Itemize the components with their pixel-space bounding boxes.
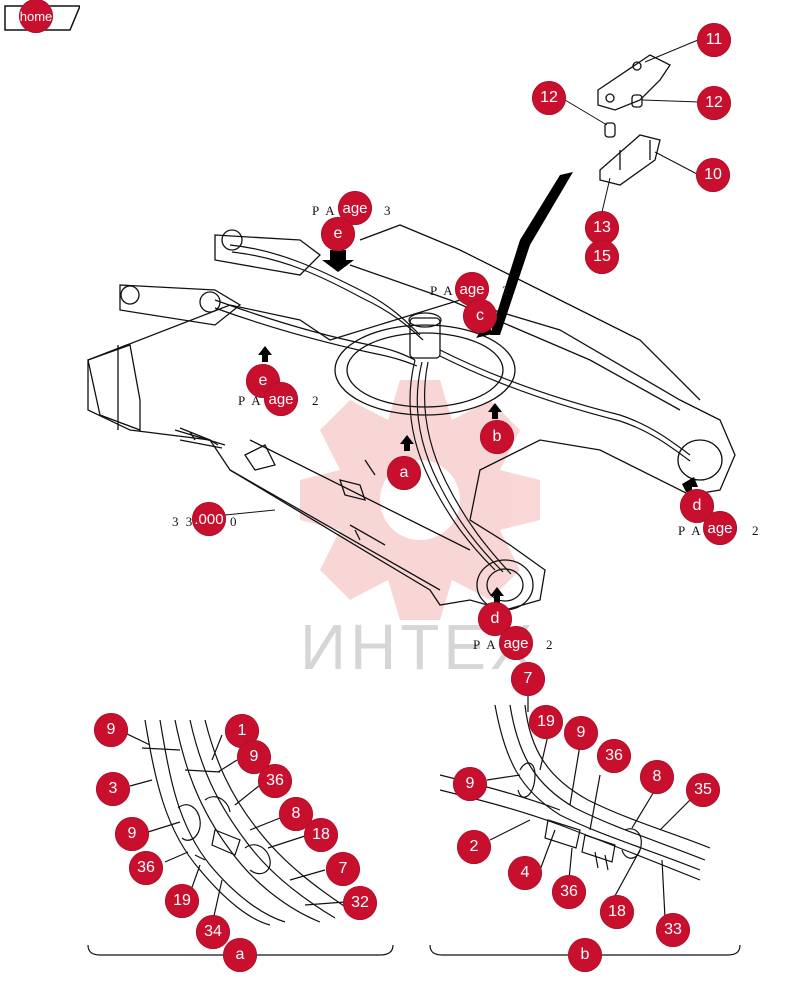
detail-b-callout-8[interactable]: 8 <box>640 760 674 794</box>
detail-a-callout-18[interactable]: 18 <box>304 818 338 852</box>
callout-15[interactable]: 15 <box>585 240 619 274</box>
detail-b-label[interactable]: b <box>568 938 602 972</box>
callout-page-left[interactable]: age <box>264 382 298 416</box>
detail-a-callout-36[interactable]: 36 <box>258 764 292 798</box>
detail-b-callout-36b[interactable]: 36 <box>552 875 586 909</box>
part-number-prefix: 3 3 <box>172 514 195 529</box>
detail-a-callout-36b[interactable]: 36 <box>129 851 163 885</box>
detail-a-callout-9c[interactable]: 9 <box>115 817 149 851</box>
home-button[interactable]: home <box>19 0 53 33</box>
part-number-tail: 0 <box>230 514 239 529</box>
callout-13[interactable]: 13 <box>585 211 619 245</box>
page-ref-top-number: 3 <box>384 203 393 218</box>
callout-a[interactable]: a <box>387 456 421 490</box>
callout-c[interactable]: c <box>463 299 497 333</box>
page-ref-right-number: 2 <box>752 523 761 538</box>
callout-12-left[interactable]: 12 <box>532 81 566 115</box>
callout-12-right[interactable]: 12 <box>697 86 731 120</box>
callout-b[interactable]: b <box>480 420 514 454</box>
page-ref-left-prefix: P A <box>238 393 263 408</box>
hydraulic-hoses <box>214 244 691 575</box>
page-ref-bottom-prefix: P A <box>473 637 498 652</box>
page-ref-left-number: 2 <box>312 393 321 408</box>
page-ref-center-prefix: P A <box>430 283 455 298</box>
callout-10[interactable]: 10 <box>696 158 730 192</box>
callout-page-right[interactable]: age <box>703 511 737 545</box>
page-ref-right-prefix: P A <box>678 523 703 538</box>
detail-a-drawing <box>87 719 394 956</box>
detail-a-callout-7[interactable]: 7 <box>326 852 360 886</box>
callout-page-center[interactable]: age <box>455 272 489 306</box>
detail-b-callout-18[interactable]: 18 <box>600 895 634 929</box>
detail-b-drawing <box>429 695 741 956</box>
detail-a-callout-32[interactable]: 32 <box>343 886 377 920</box>
page-ref-top-prefix: P A <box>312 203 337 218</box>
detail-b-callout-33[interactable]: 33 <box>656 913 690 947</box>
detail-b-callout-7[interactable]: 7 <box>511 662 545 696</box>
detail-b-callout-4[interactable]: 4 <box>508 856 542 890</box>
callout-e-top[interactable]: e <box>321 217 355 251</box>
cylinders <box>119 229 321 326</box>
detail-a-callout-19[interactable]: 19 <box>165 884 199 918</box>
detail-a-label[interactable]: a <box>223 938 257 972</box>
detail-a-callout-3[interactable]: 3 <box>96 772 130 806</box>
page-ref-center-number: 2 <box>502 283 511 298</box>
detail-b-callout-19[interactable]: 19 <box>529 705 563 739</box>
home-tab[interactable]: home <box>4 0 80 33</box>
callout-page-bottom[interactable]: age <box>499 626 533 660</box>
detail-leader <box>490 172 573 335</box>
page-ref-bottom-number: 2 <box>546 637 555 652</box>
detail-b-callout-36[interactable]: 36 <box>597 739 631 773</box>
detail-b-callout-35[interactable]: 35 <box>686 773 720 807</box>
detail-b-callout-2[interactable]: 2 <box>457 830 491 864</box>
callout-11[interactable]: 11 <box>697 23 731 57</box>
detail-b-callout-9b[interactable]: 9 <box>453 767 487 801</box>
callout-d-bottom[interactable]: d <box>478 602 512 636</box>
detail-b-callout-9[interactable]: 9 <box>564 716 598 750</box>
detail-a-callout-9[interactable]: 9 <box>94 713 128 747</box>
detail-a-callout-34[interactable]: 34 <box>196 915 230 949</box>
callout-part-number[interactable]: .000 <box>192 502 226 536</box>
bracket-parts <box>597 54 671 186</box>
